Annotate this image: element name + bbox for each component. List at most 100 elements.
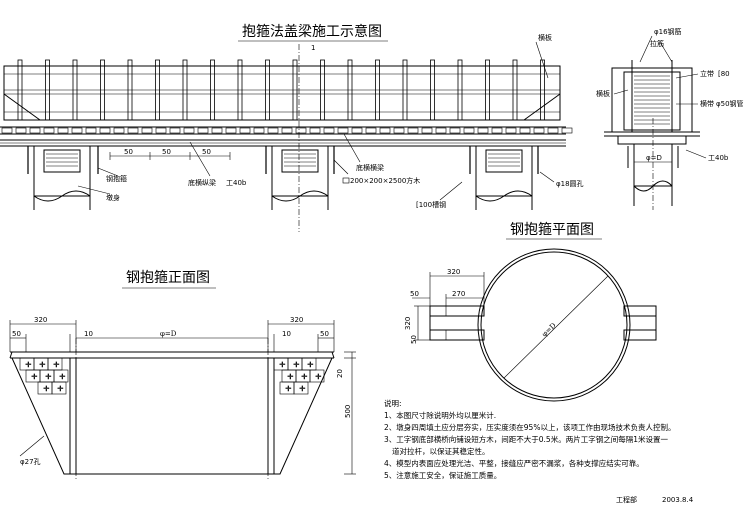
vertical-rib	[347, 59, 353, 121]
section-view: φ=D φ16钢筋 拉筋 横板 立带 [80 横带 φ50钢管 工40b	[596, 27, 744, 210]
wood-joist	[197, 127, 209, 134]
wood-joist	[127, 127, 139, 134]
plan-dim-50: 50	[410, 290, 419, 298]
wood-joist	[351, 127, 363, 134]
plan-dim-320b: 320	[404, 317, 412, 330]
vertical-rib	[430, 59, 435, 121]
wood-joist	[547, 127, 559, 134]
wood-joist	[1, 127, 13, 134]
vertical-rib	[155, 59, 160, 121]
wood-joist	[365, 127, 377, 134]
svg-text:+: +	[57, 384, 64, 393]
wood-joist	[337, 127, 349, 134]
vertical-rib	[17, 59, 23, 121]
pier-middle	[271, 145, 329, 210]
label-wood: 200×200×2500方木	[350, 176, 420, 185]
dim-elev-2: 50	[162, 148, 171, 156]
svg-text:+: +	[293, 360, 300, 369]
svg-text:+: +	[39, 360, 46, 369]
wood-joist	[449, 127, 461, 134]
label-base-longi: 底横纵梁	[188, 178, 216, 187]
notes-head: 说明:	[384, 398, 402, 408]
svg-text:+: +	[43, 384, 50, 393]
wood-joist	[393, 127, 405, 134]
wood-joist	[15, 127, 27, 134]
sec-label-vertical-rib: 立带	[700, 69, 714, 78]
front-dim-500: 500	[344, 405, 352, 418]
wood-joists	[1, 127, 573, 134]
front-dim-10-right: 10	[282, 330, 291, 338]
plan-dim-50b: 50	[410, 335, 418, 344]
vertical-rib	[100, 59, 105, 121]
wood-joist	[533, 127, 545, 134]
vertical-rib	[72, 59, 78, 121]
sec-label-side-plank: 横板	[596, 89, 610, 98]
note-5: 5、注意施工安全，保证施工质量。	[384, 470, 501, 480]
wood-joist	[141, 127, 153, 134]
sec-label-pipe: φ50钢管	[716, 99, 744, 108]
wood-joist	[169, 127, 181, 134]
wood-joist	[99, 127, 111, 134]
wood-joist	[491, 127, 503, 134]
wood-joist	[309, 127, 321, 134]
wood-joist	[421, 127, 433, 134]
vertical-rib	[540, 59, 545, 121]
label-bolt-hole: φ18圆孔	[556, 180, 584, 188]
svg-text:+: +	[53, 360, 60, 369]
vertical-rib	[45, 59, 50, 121]
wood-joist	[435, 127, 447, 134]
svg-text:+: +	[307, 360, 314, 369]
wood-joist	[477, 127, 489, 134]
sec-label-tie: 拉筋	[650, 39, 664, 48]
note-2: 2、墩身四周填土应分层夯实，压实度须在95%以上，该项工作由现场技术负责人控制。	[384, 422, 675, 432]
sec-label-rebar: φ16钢筋	[654, 27, 682, 36]
sec-label-c80: [80	[718, 70, 730, 78]
wood-joist	[281, 127, 293, 134]
wood-joist	[29, 127, 41, 134]
plan-title: 钢抱箍平面图	[510, 221, 594, 238]
wood-joist	[407, 127, 419, 134]
wood-joist	[267, 127, 279, 134]
front-hole-label: φ27孔	[20, 458, 41, 466]
wood-joist	[519, 127, 531, 134]
footer-dept: 工程部	[616, 495, 637, 504]
front-title: 钢抱箍正面图	[126, 269, 210, 286]
vertical-ribs	[17, 59, 545, 121]
note-1: 1、本图尺寸除说明外均以厘米计.	[384, 410, 496, 420]
sec-label-i40b: 工40b	[708, 154, 729, 162]
vertical-rib	[512, 59, 518, 121]
svg-text:+: +	[31, 372, 38, 381]
label-pier: 墩身	[106, 193, 120, 202]
section-marker: 1	[311, 44, 315, 52]
svg-text:+: +	[25, 360, 32, 369]
wood-joist	[379, 127, 391, 134]
wood-joist	[323, 127, 335, 134]
footer-date: 2003.8.4	[662, 496, 694, 504]
front-dim-20: 20	[336, 369, 344, 378]
wood-joist	[211, 127, 223, 134]
front-dim-10-left: 10	[84, 330, 93, 338]
wood-joist	[43, 127, 55, 134]
pier-right	[475, 145, 533, 210]
wood-joist	[183, 127, 195, 134]
label-base-beam: 底横横梁	[356, 163, 384, 172]
elevation-view: 1 50 50 50 横板 底横横梁 200×200×2500方木 底横纵梁 工…	[0, 33, 584, 232]
plan-diameter: φ=D	[540, 321, 558, 338]
vertical-rib	[485, 59, 490, 121]
svg-text:+: +	[45, 372, 52, 381]
pier-left	[33, 145, 91, 210]
svg-text:+: +	[301, 372, 308, 381]
svg-text:+: +	[279, 360, 286, 369]
vertical-rib	[457, 59, 463, 121]
label-channel: [100槽钢	[416, 200, 446, 209]
front-dim-50-right: 50	[320, 330, 329, 338]
vertical-rib	[320, 59, 325, 121]
front-dim-320-right: 320	[290, 316, 303, 324]
notes: 说明: 1、本图尺寸除说明外均以厘米计. 2、墩身四周填土应分层夯实，压实度须在…	[384, 398, 675, 480]
svg-text:+: +	[59, 372, 66, 381]
label-side-plank: 横板	[538, 33, 552, 42]
svg-text:+: +	[315, 372, 322, 381]
wood-joist	[113, 127, 125, 134]
sec-label-d: φ=D	[646, 154, 662, 162]
front-dim-d: φ=D	[160, 330, 177, 338]
